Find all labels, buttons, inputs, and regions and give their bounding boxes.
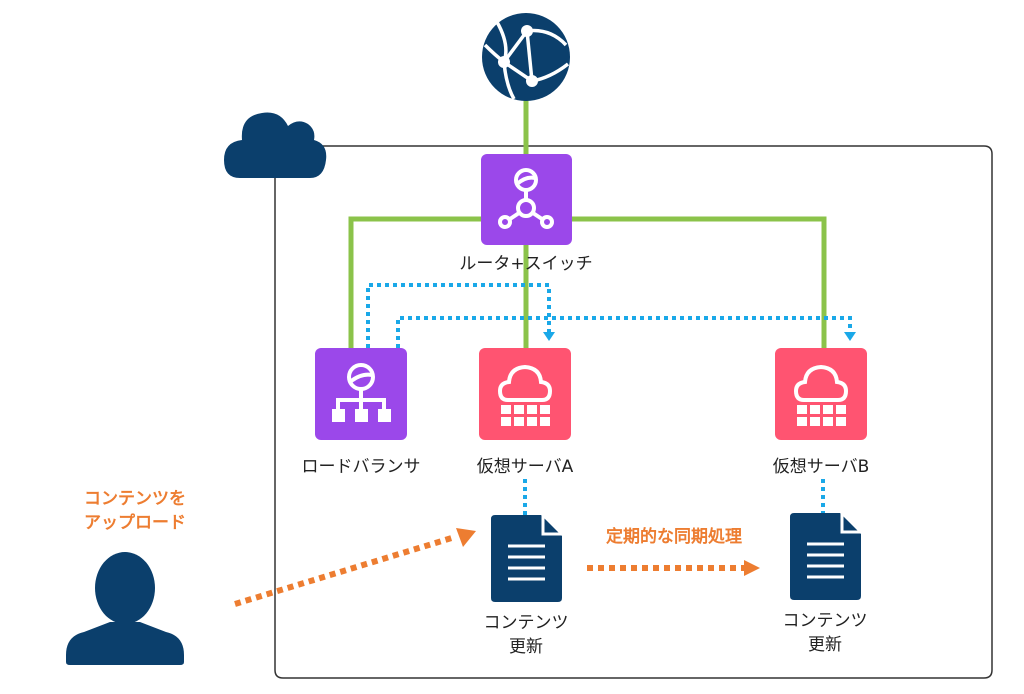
load-balancer-label: ロードバランサ bbox=[301, 457, 421, 477]
cloud-boundary bbox=[274, 145, 993, 679]
load-balancer-icon bbox=[332, 363, 391, 422]
content-b-label-1: コンテンツ bbox=[782, 611, 868, 631]
sync-label: 定期的な同期処理 bbox=[606, 527, 742, 547]
document-icon[interactable] bbox=[491, 515, 562, 602]
server-b-node[interactable] bbox=[775, 348, 867, 440]
upload-label-2: アップロード bbox=[84, 513, 186, 533]
network-links bbox=[348, 100, 827, 348]
virtual-server-icon bbox=[793, 364, 849, 426]
document-icon[interactable] bbox=[790, 513, 861, 600]
router-switch-label: ルータ+スイッチ bbox=[459, 254, 593, 274]
virtual-server-icon bbox=[497, 364, 553, 426]
content-a-label-1: コンテンツ bbox=[483, 613, 569, 633]
server-a-node[interactable] bbox=[479, 348, 571, 440]
cloud-icon bbox=[224, 112, 327, 178]
upload-arrow-line bbox=[234, 534, 456, 607]
arrowhead-servera bbox=[543, 332, 555, 341]
server-b-label: 仮想サーバB bbox=[772, 457, 870, 477]
user-icon bbox=[66, 552, 184, 665]
content-b-label-2: 更新 bbox=[808, 635, 842, 655]
sync-arrowhead bbox=[744, 560, 760, 576]
flow-lb-to-servera bbox=[366, 283, 551, 348]
link-router-loadbalancer bbox=[348, 216, 481, 348]
upload-arrowhead bbox=[456, 528, 476, 547]
arrowhead-serverb bbox=[844, 332, 856, 341]
globe-network-icon bbox=[482, 13, 570, 101]
link-router-serverb bbox=[571, 216, 827, 348]
server-a-label: 仮想サーバA bbox=[476, 457, 574, 477]
router-icon bbox=[498, 168, 554, 229]
upload-label-1: コンテンツを bbox=[84, 489, 186, 509]
content-a-label-2: 更新 bbox=[509, 637, 543, 657]
flow-lb-to-serverb bbox=[396, 316, 852, 348]
